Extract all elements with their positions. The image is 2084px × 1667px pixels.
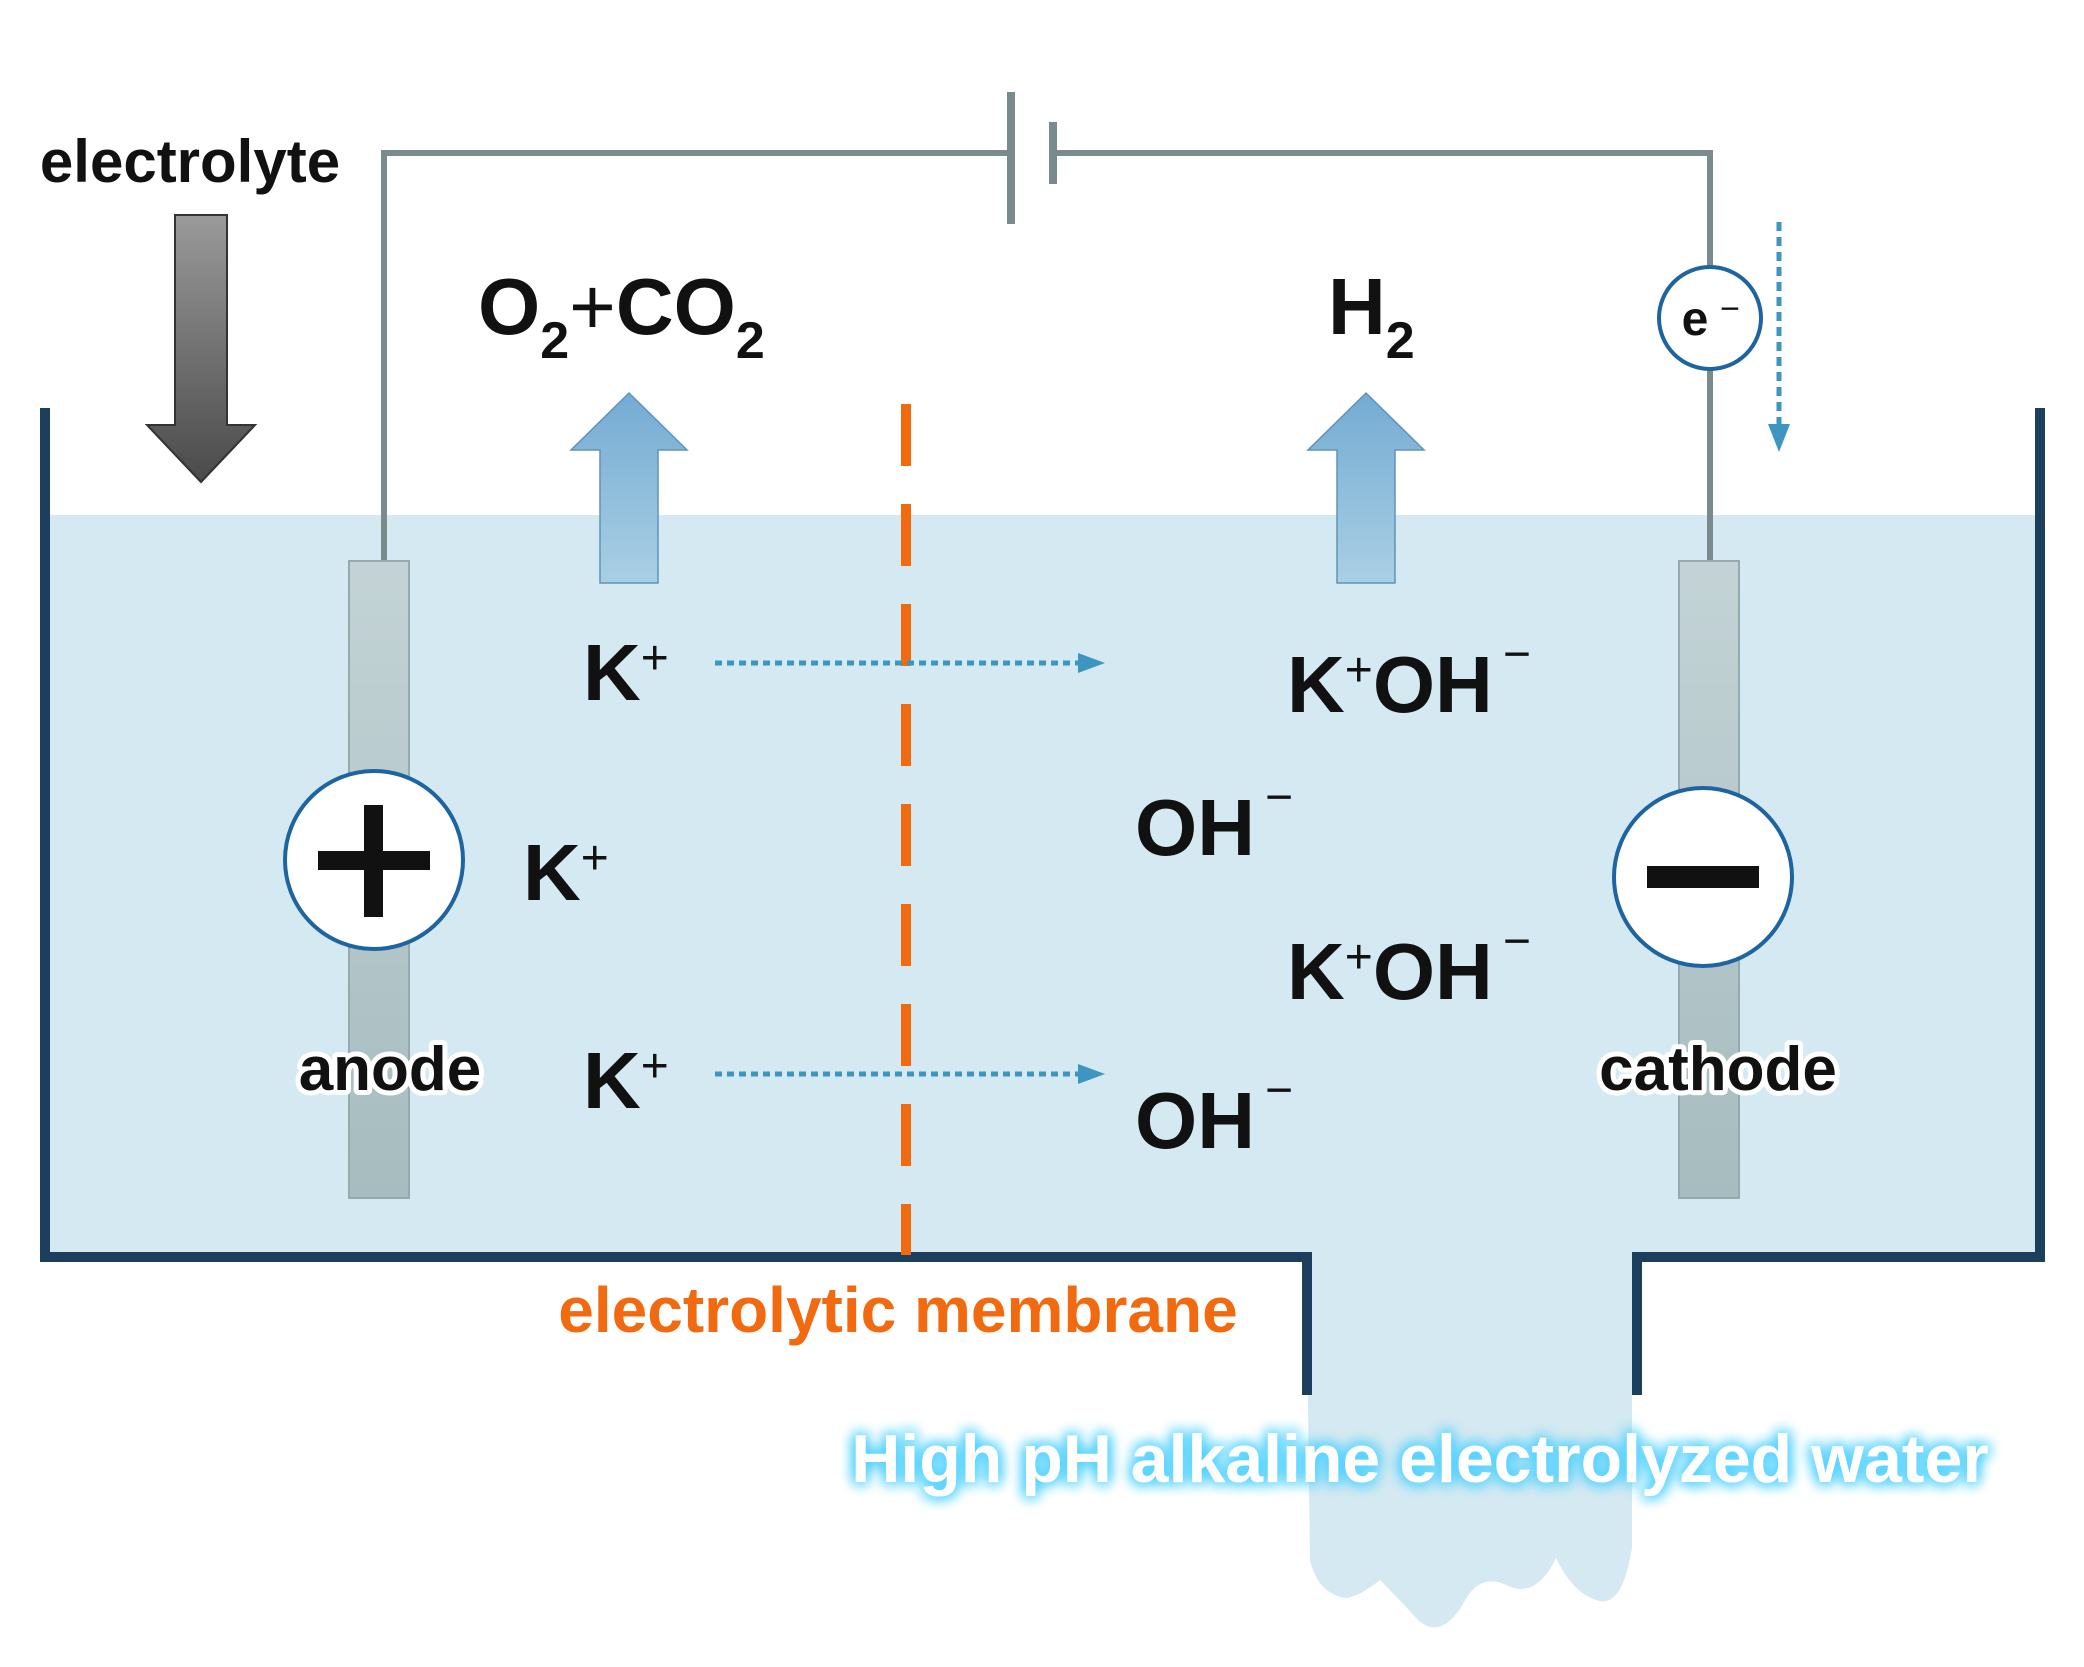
electrolyte-inflow-arrow — [144, 214, 258, 484]
circuit-wire — [381, 150, 1713, 560]
electrolysis-tank — [40, 408, 2045, 1395]
anode-label: anode — [299, 1035, 482, 1104]
hydrogen-release-arrow — [1306, 391, 1426, 584]
ion-migration-arrow-lower — [715, 1064, 1105, 1084]
ion-migration-arrow-upper — [715, 653, 1105, 673]
anode-gas-label: O2+CO2 — [478, 262, 765, 370]
output-water-label: High pH alkaline electrolyzed water — [851, 1421, 1988, 1497]
oxygen-release-arrow — [569, 391, 689, 584]
electrolyte-label: electrolyte — [40, 128, 340, 195]
potassium-ion: K+ — [523, 828, 609, 917]
potassium-ion: K+ — [583, 1036, 669, 1125]
membrane-label: electrolytic membrane — [558, 1274, 1237, 1346]
electron-flow-arrow — [1768, 222, 1790, 452]
hydroxide-ion: OH− — [1135, 771, 1293, 872]
battery-icon — [1007, 92, 1057, 224]
potassium-ion: K+ — [583, 628, 669, 717]
potassium-hydroxide: K+OH− — [1287, 628, 1531, 729]
electron-badge: e − — [1657, 265, 1763, 371]
cathode-gas-label: H2 — [1328, 262, 1415, 370]
minus-symbol — [1647, 866, 1759, 888]
anode-plus-badge — [283, 769, 465, 951]
hydroxide-ion: OH− — [1135, 1064, 1293, 1165]
electron-symbol: e — [1682, 293, 1709, 346]
cathode-label: cathode — [1599, 1035, 1837, 1104]
outlet-water-stream — [1306, 1250, 1632, 1628]
cathode-minus-badge — [1612, 786, 1794, 968]
electron-charge: − — [1720, 290, 1740, 328]
potassium-hydroxide: K+OH− — [1287, 915, 1531, 1016]
